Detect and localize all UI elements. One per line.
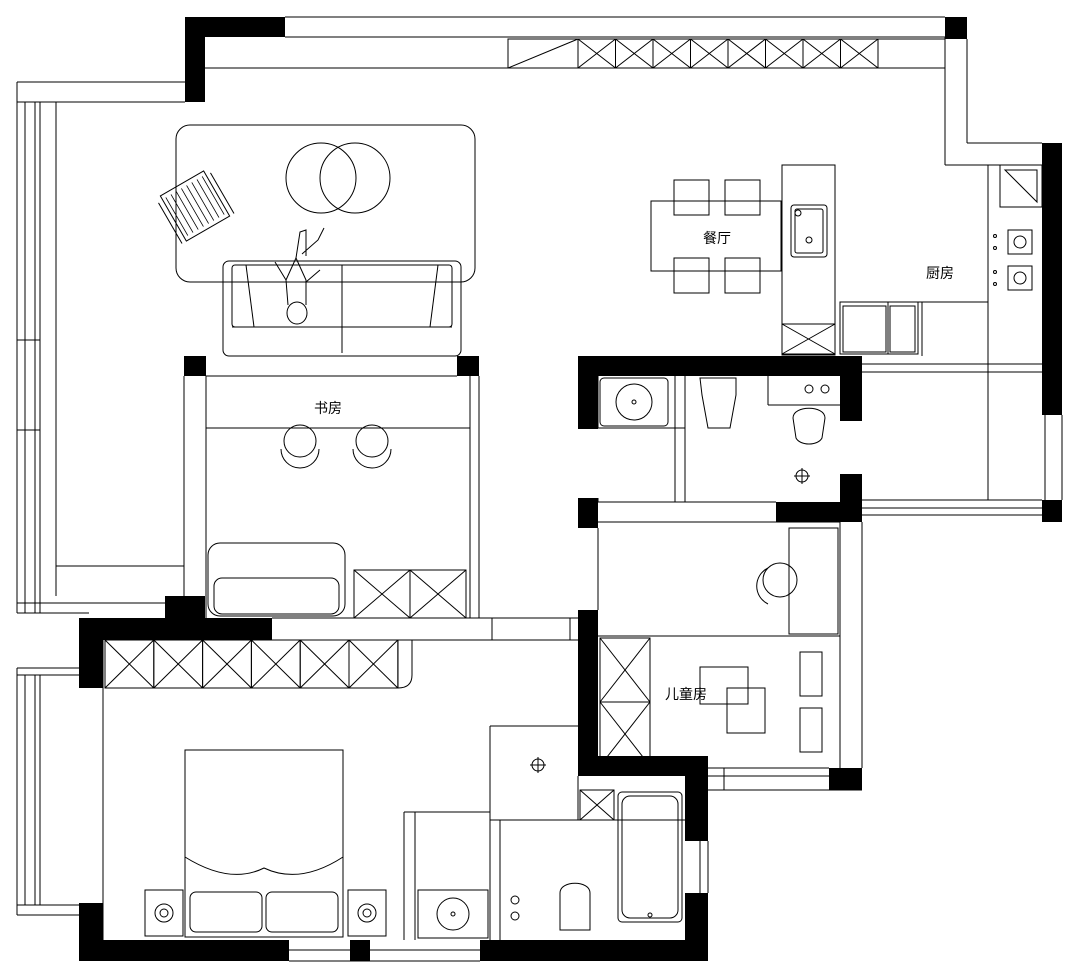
cabinet-panel — [840, 38, 879, 69]
lounge-chair — [158, 170, 235, 244]
bathtub — [617, 791, 683, 923]
living-room — [158, 124, 476, 357]
room-label-study: 书房 — [314, 401, 342, 417]
walls — [79, 17, 1062, 961]
island-counter — [781, 164, 836, 356]
study-room — [207, 424, 467, 619]
kids-room — [599, 527, 839, 767]
master-bedroom — [104, 639, 413, 938]
daybed — [207, 542, 346, 617]
sofa — [222, 260, 462, 357]
nightstand — [347, 889, 387, 937]
side-table — [319, 142, 391, 214]
cabinet-panel — [348, 639, 399, 689]
room-label-kitchen: 厨房 — [926, 266, 954, 282]
bathroom-2 — [417, 757, 683, 939]
person-figure — [274, 227, 325, 325]
stove — [1007, 229, 1033, 255]
rug — [175, 124, 476, 283]
dining-table — [650, 200, 782, 272]
side-table — [285, 142, 357, 214]
top-cabinets — [507, 38, 946, 69]
structure-lines — [16, 16, 1063, 962]
dining-area — [650, 164, 836, 356]
room-label-dining: 餐厅 — [703, 231, 731, 247]
kitchen-area — [839, 164, 1043, 355]
room-label-kids-room: 儿童房 — [665, 686, 707, 703]
bed — [184, 749, 344, 938]
bathroom-1 — [599, 377, 830, 484]
nightstand — [144, 889, 184, 937]
